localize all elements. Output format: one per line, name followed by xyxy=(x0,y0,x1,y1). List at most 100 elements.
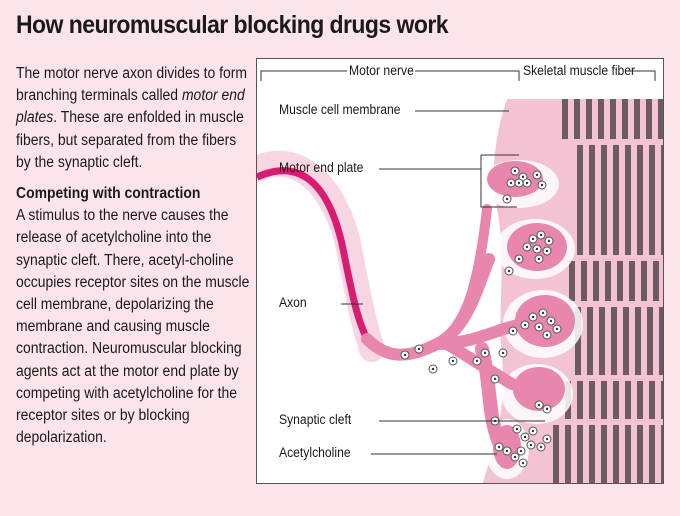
fiber-band xyxy=(625,381,631,419)
fiber-band xyxy=(647,307,653,375)
fiber-band xyxy=(610,99,616,139)
vesicle-core xyxy=(545,407,549,411)
fiber-band xyxy=(589,381,595,419)
vesicle-core xyxy=(515,427,519,431)
fiber-band xyxy=(649,381,655,419)
fiber-band xyxy=(658,99,663,139)
vesicle-core xyxy=(531,315,535,319)
fiber-band xyxy=(601,425,607,483)
fiber-band xyxy=(613,425,619,483)
intro-paragraph: The motor nerve axon divides to form bra… xyxy=(16,63,250,174)
page-title: How neuromuscular blocking drugs work xyxy=(16,11,449,39)
fiber-band xyxy=(587,307,593,375)
fiber-band xyxy=(599,307,605,375)
fiber-band xyxy=(574,99,580,139)
description-column: The motor nerve axon divides to form bra… xyxy=(16,63,250,449)
fiber-band xyxy=(577,425,583,483)
fiber-band xyxy=(613,381,619,419)
vesicle-core xyxy=(451,359,455,363)
axon-sheath xyxy=(257,150,385,362)
vesicle-core xyxy=(505,449,509,453)
section-heading: Competing with contraction xyxy=(16,185,201,203)
fiber-band xyxy=(635,307,641,375)
vesicle-core xyxy=(513,169,517,173)
fiber-band xyxy=(577,381,583,419)
fiber-band xyxy=(601,145,607,255)
label-acetylcholine: Acetylcholine xyxy=(279,445,351,460)
fiber-band xyxy=(623,307,629,375)
fiber-band xyxy=(661,425,663,483)
fiber-band xyxy=(661,145,663,255)
fiber-band xyxy=(553,425,559,483)
vesicle-core xyxy=(493,377,497,381)
fiber-band xyxy=(589,145,595,255)
vesicle-core xyxy=(475,359,479,363)
vesicle-core xyxy=(519,449,523,453)
vesicle-core xyxy=(501,351,505,355)
fiber-band xyxy=(565,425,571,483)
vesicle-core xyxy=(403,353,407,357)
fiber-band xyxy=(625,145,631,255)
label-synaptic-cleft: Synaptic cleft xyxy=(279,412,352,427)
fiber-band xyxy=(637,145,643,255)
fiber-band xyxy=(593,261,599,301)
vesicle-core xyxy=(547,239,551,243)
vesicle-core xyxy=(523,323,527,327)
intro-text: The motor nerve axon divides to form bra… xyxy=(16,65,248,105)
fiber-band xyxy=(637,381,643,419)
fiber-band xyxy=(577,145,583,255)
fiber-band xyxy=(629,261,635,301)
vesicle-core xyxy=(541,311,545,315)
vesicle-core xyxy=(555,327,559,331)
vesicle-core xyxy=(525,245,529,249)
vesicle-core xyxy=(417,347,421,351)
neuromuscular-diagram: Motor nerve Skeletal muscle fiber Muscle… xyxy=(256,58,664,484)
vesicle-core xyxy=(513,455,517,459)
vesicle-core xyxy=(535,173,539,177)
fiber-band xyxy=(575,307,581,375)
label-motor-nerve: Motor nerve xyxy=(349,63,414,78)
vesicle-core xyxy=(539,445,543,449)
vesicle-core xyxy=(545,249,549,253)
vesicle-core xyxy=(507,269,511,273)
vesicle-core xyxy=(529,443,533,447)
fiber-band xyxy=(605,261,611,301)
vesicle-core xyxy=(523,435,527,439)
vesicle-core xyxy=(431,367,435,371)
leader-lines xyxy=(260,70,656,455)
vesicle-core xyxy=(545,437,549,441)
vesicle-core xyxy=(549,319,553,323)
vesicle-core xyxy=(517,181,521,185)
vesicle-core xyxy=(483,351,487,355)
fiber-band xyxy=(613,145,619,255)
fiber-band xyxy=(634,99,640,139)
label-muscle-cell-membrane: Muscle cell membrane xyxy=(279,102,401,117)
fiber-band xyxy=(598,99,604,139)
diagram-illustration xyxy=(257,70,663,483)
vesicle-core xyxy=(505,197,509,201)
fiber-band xyxy=(661,381,663,419)
vesicle-core xyxy=(540,183,544,187)
fiber-band xyxy=(562,99,568,139)
label-skeletal-muscle-fiber: Skeletal muscle fiber xyxy=(523,63,636,78)
fiber-band xyxy=(569,261,575,301)
vesicle-core xyxy=(545,333,549,337)
vesicle-core xyxy=(511,329,515,333)
vesicle-core xyxy=(521,461,525,465)
vesicle-core xyxy=(521,175,525,179)
intro-text-end: . These are enfolded in muscle fibers, b… xyxy=(16,109,244,171)
label-motor-end-plate: Motor end plate xyxy=(279,160,364,175)
vesicle-core xyxy=(535,247,539,251)
fiber-band xyxy=(637,425,643,483)
vesicle-core xyxy=(517,257,521,261)
intro-term: motor end plates xyxy=(16,87,245,127)
label-axon: Axon xyxy=(279,295,307,310)
vesicle-core xyxy=(509,181,513,185)
fiber-band xyxy=(659,307,663,375)
fiber-band xyxy=(622,99,628,139)
vesicle-core xyxy=(497,445,501,449)
fiber-band xyxy=(641,261,647,301)
fiber-band xyxy=(586,99,592,139)
fiber-band xyxy=(617,261,623,301)
vesicle-core xyxy=(525,181,529,185)
